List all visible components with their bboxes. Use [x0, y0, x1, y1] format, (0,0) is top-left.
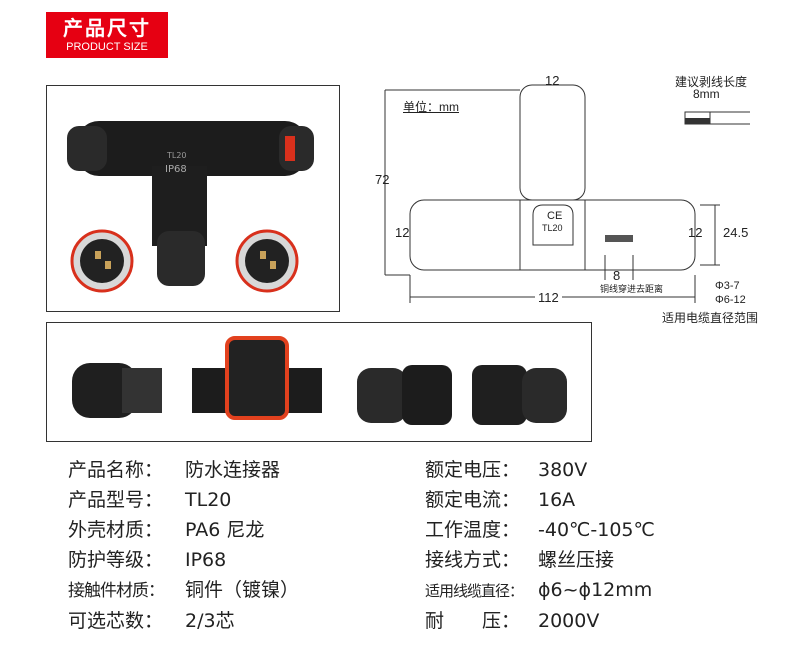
- spec-value: PA6 尼龙: [185, 519, 265, 541]
- strip-length-title: 建议剥线长度: [675, 75, 748, 89]
- unit-label: 单位：mm: [403, 100, 459, 114]
- dim-side: 24.5: [723, 225, 749, 240]
- strip-length-value: 8mm: [693, 87, 720, 101]
- dim-left: 12: [395, 225, 410, 240]
- spec-row: 外壳材质： PA6 尼龙: [68, 515, 299, 545]
- product-photo-tee: TL20 IP68: [46, 85, 340, 312]
- dim-copper: 8: [613, 268, 621, 283]
- tee-connector-image: TL20 IP68: [67, 121, 314, 293]
- spec-value: 2/3芯: [185, 610, 235, 632]
- spec-row: 防护等级： IP68: [68, 545, 299, 575]
- spec-row: 工作温度： -40℃-105℃: [425, 515, 655, 545]
- tee-mark-label: TL20: [166, 151, 187, 160]
- spec-value: -40℃-105℃: [538, 519, 655, 541]
- spec-label: 外壳材质：: [68, 519, 164, 541]
- section-subtitle: PRODUCT SIZE: [66, 41, 148, 53]
- cable-range-note: 适用电缆直径范围: [662, 311, 759, 325]
- spec-label: 产品名称：: [68, 459, 164, 481]
- dimension-drawing: 单位：mm 建议剥线长度 8mm 12 72 12 12 24.5 8 铜线穿进…: [375, 65, 790, 330]
- spec-row: 接触件材质： 铜件（镀镍）: [68, 575, 299, 606]
- spec-label: 适用线缆直径：: [425, 582, 524, 600]
- spec-value: 防水连接器: [185, 459, 281, 481]
- specs-left: 产品名称： 防水连接器 产品型号： TL20 外壳材质： PA6 尼龙 防护等级： IP…: [68, 455, 299, 636]
- tee-ip-label: IP68: [165, 164, 187, 175]
- dim-right: 12: [688, 225, 703, 240]
- spec-value: 16A: [538, 489, 576, 511]
- spec-label: 工作温度：: [425, 519, 521, 541]
- body-mark: TL20: [542, 223, 563, 233]
- spec-row: 产品名称： 防水连接器: [68, 455, 299, 485]
- spec-value: IP68: [185, 549, 227, 571]
- spec-row: 额定电流： 16A: [425, 485, 655, 515]
- ce-mark: CE: [547, 210, 563, 222]
- spec-label: 耐 压：: [425, 610, 521, 632]
- dim-top: 12: [545, 73, 560, 88]
- spec-label: 接线方式：: [425, 549, 521, 571]
- spec-label: 额定电流：: [425, 489, 521, 511]
- copper-note: 铜线穿进去距离: [600, 284, 664, 294]
- drawing-lines: [384, 84, 750, 303]
- spec-row: 适用线缆直径： ϕ6~ϕ12mm: [425, 575, 655, 606]
- dim-height: 72: [375, 172, 390, 187]
- spec-row: 产品型号： TL20: [68, 485, 299, 515]
- spec-label: 可选芯数：: [68, 610, 164, 632]
- section-header: 产品尺寸 PRODUCT SIZE: [46, 12, 168, 58]
- cable-range-1: Φ3-7: [715, 280, 740, 292]
- spec-value: 380V: [538, 459, 588, 481]
- spec-label: 产品型号：: [68, 489, 164, 511]
- product-photo-parts: [46, 322, 592, 442]
- spec-value: 铜件（镀镍）: [185, 579, 300, 601]
- spec-label: 防护等级：: [68, 549, 164, 571]
- specs-right: 额定电压： 380V 额定电流： 16A 工作温度： -40℃-105℃ 接线方式： 螺…: [425, 455, 655, 636]
- dim-width: 112: [535, 290, 562, 305]
- section-title: 产品尺寸: [63, 16, 151, 40]
- spec-row: 接线方式： 螺丝压接: [425, 545, 655, 575]
- spec-value: 2000V: [538, 610, 600, 632]
- spec-row: 耐 压： 2000V: [425, 606, 655, 636]
- spec-row: 额定电压： 380V: [425, 455, 655, 485]
- spec-row: 可选芯数： 2/3芯: [68, 606, 299, 636]
- spec-value: ϕ6~ϕ12mm: [538, 579, 653, 601]
- spec-label: 接触件材质：: [68, 581, 165, 601]
- exploded-parts-image: [72, 336, 567, 425]
- spec-value: TL20: [185, 489, 232, 511]
- cable-range-2: Φ6-12: [715, 294, 746, 306]
- spec-value: 螺丝压接: [538, 549, 615, 571]
- spec-label: 额定电压：: [425, 459, 521, 481]
